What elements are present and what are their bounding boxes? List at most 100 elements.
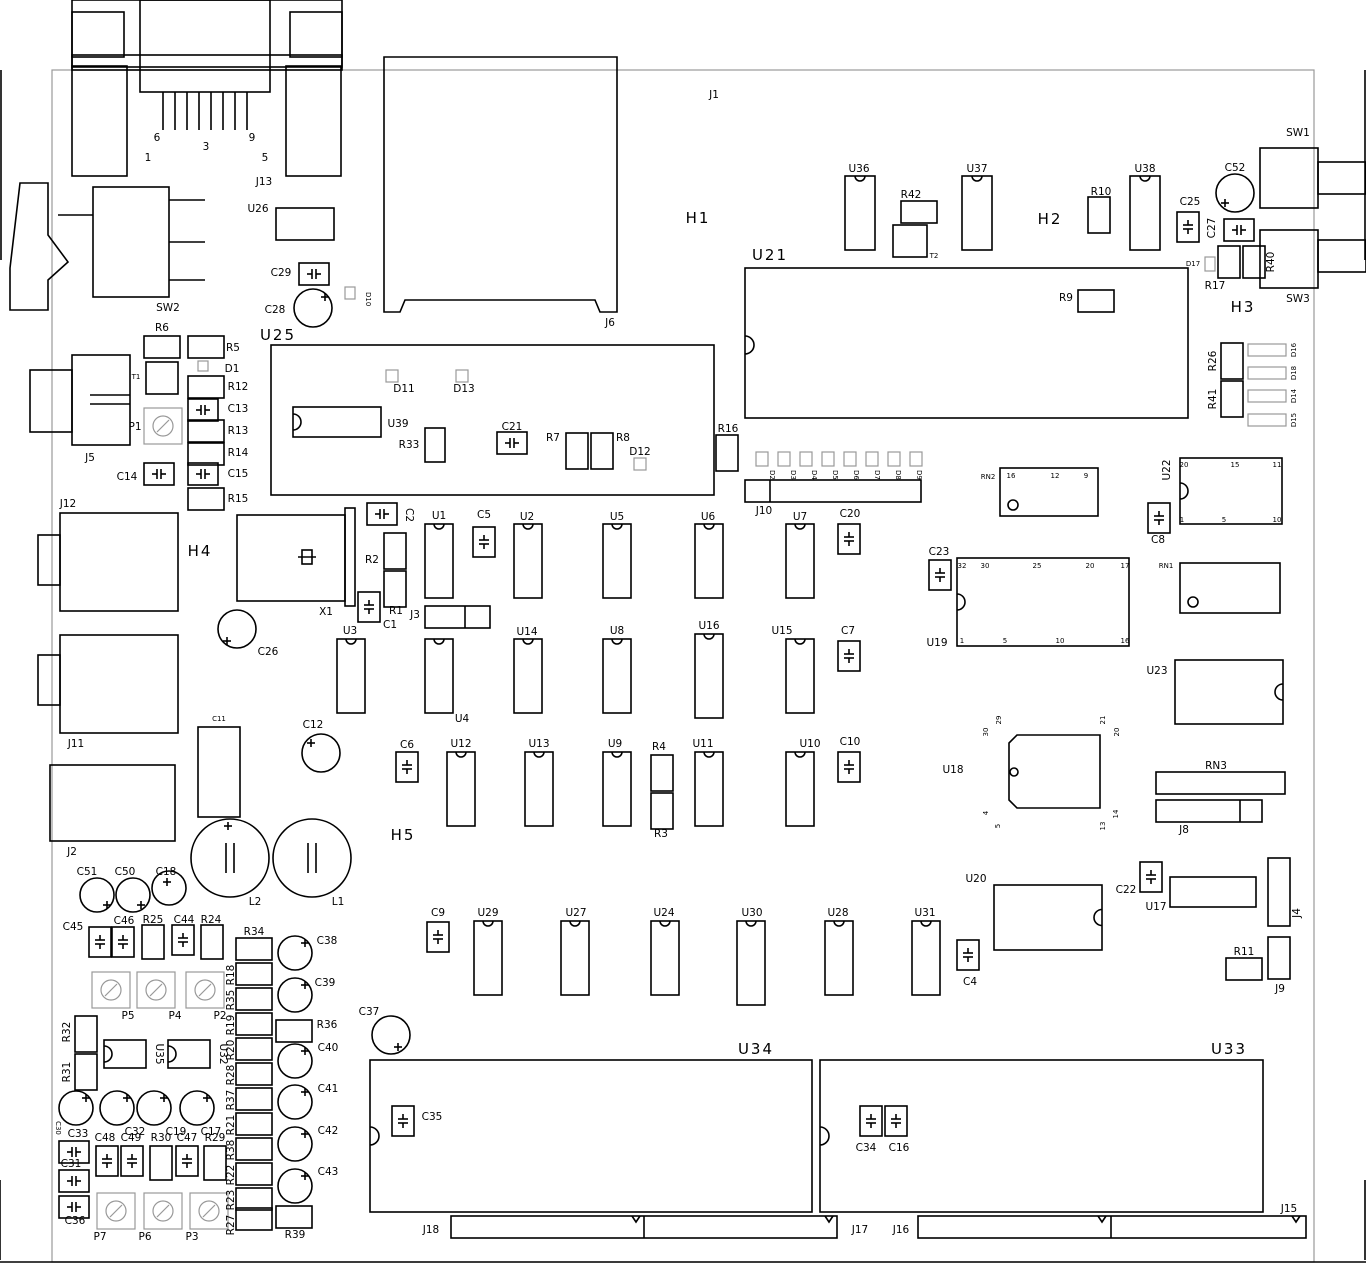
ref-r10: R10 bbox=[1091, 186, 1112, 198]
ref-j10: J10 bbox=[755, 505, 772, 517]
u14-body bbox=[513, 638, 543, 714]
led-d5 bbox=[821, 451, 835, 467]
d12-body bbox=[633, 457, 647, 471]
p1-slot bbox=[156, 419, 170, 433]
r15-body bbox=[187, 487, 225, 511]
ref-t2: T2 bbox=[929, 252, 939, 260]
ref-c21: C21 bbox=[502, 421, 523, 433]
u15-notch bbox=[794, 638, 806, 645]
ref-c8: C8 bbox=[1151, 534, 1165, 546]
ref-c37: C37 bbox=[359, 1006, 380, 1018]
ref-p7: P7 bbox=[93, 1231, 106, 1243]
ref-u26: U26 bbox=[247, 203, 268, 215]
ref-u22_1: 1 bbox=[1180, 516, 1184, 524]
ref-c41: C41 bbox=[318, 1083, 339, 1095]
d14-body bbox=[1247, 389, 1287, 403]
c30-body bbox=[58, 1140, 90, 1164]
u23-notch bbox=[1274, 683, 1284, 701]
ref-u9: U9 bbox=[608, 738, 622, 750]
c2-body bbox=[366, 502, 398, 526]
u19-body bbox=[956, 557, 1130, 647]
ref-j1: J1 bbox=[708, 89, 719, 101]
ref-r37: R37 bbox=[225, 1090, 237, 1111]
r41-body bbox=[1220, 380, 1244, 418]
ref-u28: U28 bbox=[827, 907, 848, 919]
j16-key bbox=[1097, 1215, 1107, 1224]
ref-r41: R41 bbox=[1207, 389, 1219, 410]
c32-body bbox=[99, 1090, 135, 1126]
c28-body bbox=[293, 288, 333, 328]
sw2-lever bbox=[9, 182, 70, 311]
c47-body bbox=[175, 1145, 199, 1177]
ref-d3: D3 bbox=[789, 470, 797, 480]
u16-body bbox=[694, 633, 724, 719]
ref-r23: R23 bbox=[225, 1190, 237, 1211]
ref-u35: U35 bbox=[153, 1043, 165, 1064]
ref-d8: D8 bbox=[894, 470, 902, 480]
c34-body bbox=[859, 1105, 883, 1137]
u25-body bbox=[270, 344, 715, 496]
ref-j3: J3 bbox=[409, 609, 420, 621]
d1-body bbox=[197, 360, 209, 372]
ref-c27: C27 bbox=[1206, 218, 1218, 239]
u8-body bbox=[602, 638, 632, 714]
c29-body bbox=[298, 262, 330, 286]
ref-c51: C51 bbox=[77, 866, 98, 878]
ref-r2: R2 bbox=[365, 554, 379, 566]
ref-rn3: RN3 bbox=[1205, 760, 1227, 772]
ref-r13: R13 bbox=[228, 425, 249, 437]
u15-body bbox=[785, 638, 815, 714]
ref-r17: R17 bbox=[1205, 280, 1226, 292]
ref-d5: D5 bbox=[831, 470, 839, 480]
u12-body bbox=[446, 751, 476, 827]
j5-body bbox=[29, 369, 73, 433]
j3-header bbox=[424, 605, 491, 629]
ref-p5: P5 bbox=[121, 1010, 134, 1022]
ref-d17: D17 bbox=[1186, 260, 1200, 268]
ref-r28: R28 bbox=[225, 1065, 237, 1086]
p1-body bbox=[143, 407, 183, 445]
led-d2 bbox=[755, 451, 769, 467]
resistor-ladder bbox=[235, 1207, 273, 1231]
u29-notch bbox=[482, 920, 494, 927]
db9-flange bbox=[71, 54, 343, 68]
c8-body bbox=[1147, 502, 1171, 534]
ref-u6: U6 bbox=[701, 511, 716, 523]
ref-u19_30: 30 bbox=[981, 562, 990, 570]
ref-u18_30: 30 bbox=[982, 728, 990, 737]
resistor-ladder bbox=[235, 1162, 273, 1186]
r24-body bbox=[200, 924, 224, 960]
ref-d13: D13 bbox=[453, 383, 474, 395]
ref-c17: C17 bbox=[201, 1126, 222, 1138]
r31-body bbox=[74, 1053, 98, 1091]
ref-c30: C30 bbox=[54, 1121, 62, 1135]
c22-body bbox=[1139, 861, 1163, 893]
p2-body bbox=[185, 971, 225, 1009]
c12-body bbox=[301, 733, 341, 773]
c31-body bbox=[58, 1169, 90, 1193]
r17-body bbox=[1217, 245, 1241, 279]
u23-body bbox=[1174, 659, 1284, 725]
sd-card-slot bbox=[383, 56, 618, 313]
ref-u8: U8 bbox=[610, 625, 624, 637]
u26-body bbox=[275, 207, 335, 241]
c42-body bbox=[277, 1126, 313, 1162]
ref-u22_10: 10 bbox=[1273, 516, 1282, 524]
j2-body bbox=[49, 764, 176, 842]
p5-body bbox=[91, 971, 131, 1009]
ref-c20: C20 bbox=[840, 508, 861, 520]
r7-body bbox=[565, 432, 589, 470]
resistor-ladder bbox=[235, 1187, 273, 1211]
ref-u29: U29 bbox=[477, 907, 498, 919]
ref-c39: C39 bbox=[315, 977, 336, 989]
ref-u23: U23 bbox=[1146, 665, 1167, 677]
ref-c16: C16 bbox=[889, 1142, 910, 1154]
p2-slot bbox=[198, 983, 212, 997]
ref-r34: R34 bbox=[244, 926, 265, 938]
ref-t1: T1 bbox=[131, 373, 141, 381]
ref-c29: C29 bbox=[271, 267, 292, 279]
ref-u19_1: 1 bbox=[960, 637, 964, 645]
ref-u7: U7 bbox=[793, 511, 807, 523]
d10-body bbox=[344, 286, 356, 300]
ref-c40: C40 bbox=[318, 1042, 339, 1054]
